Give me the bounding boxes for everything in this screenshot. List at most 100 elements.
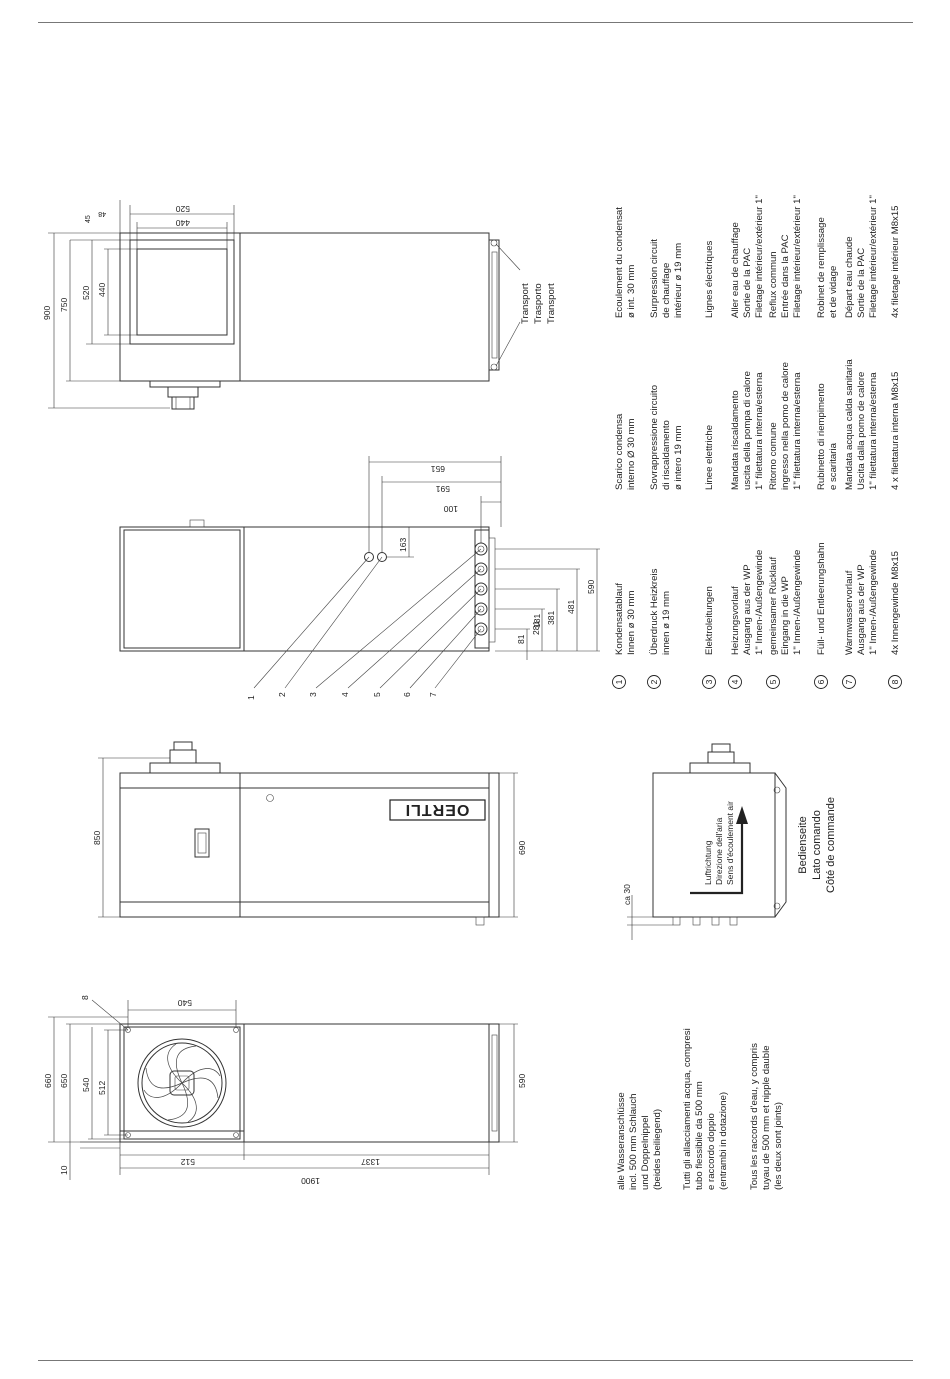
- legend-2-it-line: di riscaldamento: [661, 420, 672, 490]
- dim-660: 660: [43, 1074, 53, 1088]
- dim-top-440: 440: [176, 218, 190, 228]
- callout-7: 7: [428, 692, 438, 697]
- note-fr-1: Tous les raccords d'eau, y compris: [749, 1043, 760, 1190]
- legend-5-fr-line: Reflux commun: [768, 251, 779, 318]
- legend-4-it-line: 1" filettatura interna/esterna: [754, 372, 765, 490]
- legend-7-fr-line: Sortie de la PAC: [856, 248, 867, 318]
- note-de-2: incl. 500 mm Schlauch: [628, 1093, 639, 1190]
- legend-7-de-line: 1" Innen-/Außengewinde: [868, 550, 879, 655]
- fan-hub: [169, 1070, 195, 1096]
- operator-side-fr: Côté de commande: [825, 797, 837, 893]
- dim-512: 512: [97, 1081, 107, 1095]
- top-rule: [38, 22, 913, 23]
- legend-1-de-line: Innen ø 30 mm: [626, 590, 637, 655]
- legend-3-de-line: Elektroleitungen: [704, 586, 715, 655]
- dim-163: 163: [398, 538, 408, 552]
- side-view-handle: [194, 828, 210, 858]
- legend-number-circle: [842, 675, 856, 689]
- fan-guard: [123, 1026, 241, 1140]
- legend-1-fr-line: Ecoulement du condensat: [614, 207, 625, 318]
- legend-1-it-line: Scarico condensa: [614, 413, 625, 490]
- oertli-logo: OERTLI: [389, 799, 486, 821]
- legend-7-it-line: Mandata acqua calda sanitaria: [844, 359, 855, 490]
- legend-5-fr-line: Entrée dans la PAC: [780, 234, 791, 318]
- legend-3-it-line: Linee elettriche: [704, 425, 715, 490]
- dim-540: 540: [81, 1078, 91, 1092]
- legend-6-fr-line: et de vidage: [828, 266, 839, 318]
- callout-5: 5: [372, 692, 382, 697]
- bottom-rule: [38, 1360, 913, 1361]
- dim-10: 10: [59, 1165, 69, 1175]
- legend-4-de-line: 1" Innen-/Außengewinde: [754, 550, 765, 655]
- legend-5-de-line: Eingang in die WP: [780, 576, 791, 655]
- dim-48: 48: [98, 210, 106, 217]
- side-view: OERTLI 850 690: [92, 741, 527, 926]
- dim-bottom-512: 512: [181, 1157, 195, 1167]
- dim-850: 850: [92, 831, 102, 845]
- dim-650: 650: [59, 1074, 69, 1088]
- side-view-housing: [119, 772, 490, 918]
- legend-7-de-line: Warmwasservorlauf: [844, 570, 855, 655]
- callout-leaders: [253, 548, 482, 689]
- legend-4-de-line: Ausgang aus der WP: [742, 564, 753, 655]
- legend-5-it-line: Ritorno comune: [768, 422, 779, 490]
- top-view-connection-stub: [149, 380, 221, 410]
- legend-number: 5: [768, 679, 778, 684]
- legend-2-de-line: innen ø 19 mm: [661, 591, 672, 655]
- legend-1-de-line: Kondensatablauf: [614, 583, 625, 655]
- air-view-bottom-connections: [672, 916, 738, 926]
- note-fr-2: tuyau de 500 mm et nipple dauble: [761, 1045, 772, 1190]
- legend-number: 3: [704, 679, 714, 684]
- top-view-housing: [119, 232, 490, 382]
- dim-100: 100: [444, 504, 458, 514]
- legend-4-it-line: uscita della pompa di calore: [742, 371, 753, 490]
- dim-900: 900: [42, 306, 52, 320]
- legend-number: 2: [649, 679, 659, 684]
- transport-handle-grip: [491, 251, 498, 359]
- legend-2-fr-line: Surpression circuit: [649, 239, 660, 318]
- top-view-screw: [490, 239, 498, 247]
- operator-side-de: Bedienseite: [797, 816, 809, 874]
- top-view-screw: [490, 363, 498, 371]
- legend-number-circle: [814, 675, 828, 689]
- dim-440: 440: [97, 283, 107, 297]
- legend-1-it-line: interno Ø 30 mm: [626, 419, 637, 490]
- air-direction-view: Luftrichtung Direzione dell'aria Sens d'…: [622, 743, 837, 940]
- note-it-4: (entrambi in dotazione): [718, 1092, 729, 1190]
- legend-2-de-line: Überdruck Heizkreis: [649, 568, 660, 655]
- dim-750: 750: [59, 298, 69, 312]
- legend-number: 4: [730, 679, 740, 684]
- note-it-2: tubo flessibile da 500 mm: [694, 1081, 705, 1190]
- transport-label-de: Transport: [520, 283, 531, 324]
- legend-7-fr-line: Départ eau chaude: [844, 236, 855, 318]
- svg-text:OERTLI: OERTLI: [405, 801, 470, 818]
- legend-number-circle: [766, 675, 780, 689]
- air-direction-de: Luftrichtung: [703, 840, 713, 885]
- note-it-3: e raccordo doppio: [706, 1113, 717, 1190]
- air-direction-fr: Sens d'écoulement air: [725, 801, 735, 885]
- legend-4-it-line: Mandata riscaldamento: [730, 390, 741, 490]
- legend-4-fr-line: Filetage intérieur/extérieur 1": [754, 195, 765, 318]
- dim-651: 651: [431, 464, 445, 474]
- dim-690: 690: [517, 841, 527, 855]
- callout-1: 1: [246, 695, 256, 700]
- legend-7-de-line: Ausgang aus der WP: [856, 564, 867, 655]
- fan-outer-ring: [137, 1038, 227, 1128]
- legend-number: 7: [844, 679, 854, 684]
- transport-handle: [488, 239, 500, 371]
- legend-4-fr-line: Sortie de la PAC: [742, 248, 753, 318]
- condensate-connection: [364, 552, 374, 562]
- legend-6-it-line: Rubinetto di riempimento: [816, 383, 827, 490]
- legend-5-de-line: 1" Innen-/Außengewinde: [792, 550, 803, 655]
- dim-1337: 1337: [361, 1157, 380, 1167]
- legend-number: 6: [816, 679, 826, 684]
- legend-number-circle: [647, 675, 661, 689]
- side-view-screw: [266, 794, 274, 802]
- dim-top-520: 520: [176, 204, 190, 214]
- legend-2-fr-line: intérieur ø 19 mm: [673, 243, 684, 318]
- dim-ca-30: ca 30: [622, 884, 632, 905]
- fan-inner-ring: [141, 1042, 223, 1124]
- top-view-inner-opening: [136, 248, 228, 336]
- note-de-3: und Doppelnippel: [640, 1115, 651, 1190]
- legend-6-de-line: Füll- und Entleerungshahn: [816, 542, 827, 655]
